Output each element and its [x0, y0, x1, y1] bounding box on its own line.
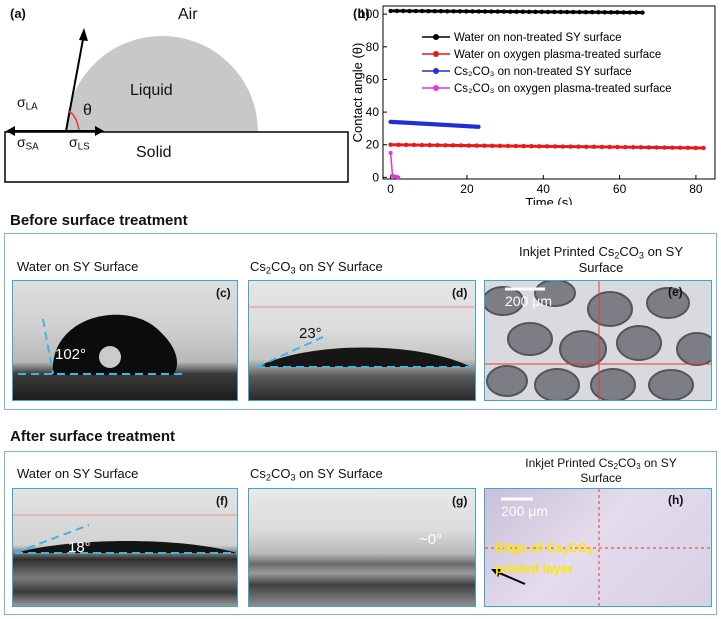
x-tick-label: 80 — [689, 182, 703, 196]
caption-f: Water on SY Surface — [17, 466, 139, 481]
photo-cs2co3-droplet-before: (d) 23° — [248, 280, 476, 401]
photo-water-droplet-before: (c) 102° — [12, 280, 238, 401]
y-tick-label: 40 — [366, 105, 380, 119]
legend-swatch-marker — [433, 51, 439, 57]
sigma-ls-label: σLS — [69, 134, 90, 153]
caption-g: Cs2CO3 on SY Surface — [250, 466, 383, 483]
panel-letter-a: (a) — [10, 6, 26, 21]
series-1 — [388, 142, 706, 151]
series-line — [390, 120, 479, 129]
solid-substrate — [4, 131, 349, 183]
scale-label-e: 200 μm — [505, 293, 552, 309]
solid-label: Solid — [136, 144, 172, 161]
panel-letter-d: (d) — [452, 286, 468, 300]
angle-label-c: 102° — [55, 346, 87, 363]
legend-entry: Water on non-treated SY surface — [454, 32, 621, 44]
legend-swatch-marker — [433, 68, 439, 74]
angle-label-g: ~0° — [419, 531, 443, 548]
legend-entry: Water on oxygen plasma-treated surface — [454, 49, 661, 61]
series-line — [390, 143, 704, 150]
after-section-title: After surface treatment — [10, 428, 176, 445]
x-tick-label: 60 — [613, 182, 627, 196]
caption-d: Cs2CO3 on SY Surface — [250, 259, 383, 276]
theta-label: θ — [83, 102, 92, 119]
water-film — [15, 541, 237, 553]
sigma-la-arrowhead — [79, 28, 88, 41]
y-tick-label: 20 — [366, 138, 380, 152]
series-line — [389, 152, 399, 179]
photo-cs2co3-spread-after: (g) ~0° — [248, 488, 476, 607]
x-tick-label: 0 — [387, 182, 394, 196]
x-axis-label: Time (s) — [525, 195, 572, 205]
y-tick-label: 60 — [366, 72, 380, 86]
axis-ticks: 0 20 40 60 80 0 20 40 60 80 100 — [359, 7, 703, 196]
legend-entry: Cs₂CO₃ on oxygen plasma-treated surface — [454, 83, 672, 95]
plot-frame — [382, 5, 716, 180]
liquid-label: Liquid — [130, 82, 173, 99]
y-tick-label: 100 — [359, 7, 379, 21]
air-label: Air — [178, 6, 198, 23]
panel-letter-g: (g) — [452, 494, 468, 508]
theta-arc — [67, 110, 80, 131]
x-tick-label: 20 — [460, 182, 474, 196]
legend-entry: Cs₂CO₃ on non-treated SY surface — [454, 66, 632, 78]
water-droplet — [52, 314, 178, 375]
sigma-ls-arrowhead — [95, 126, 104, 136]
series-line — [390, 9, 643, 15]
legend-swatch-marker — [433, 34, 439, 40]
sigma-sa-arrowhead — [6, 126, 15, 136]
panel-letter-f: (f) — [216, 494, 228, 508]
series-0 — [388, 8, 645, 15]
sigma-la-vector — [65, 33, 85, 132]
contact-angle-schematic — [4, 28, 349, 183]
y-axis-label: Contact angle (θ) — [350, 43, 365, 143]
series-2 — [388, 119, 481, 129]
data-point — [396, 175, 401, 180]
tangent-dash — [42, 318, 54, 375]
y-tick-label: 0 — [372, 170, 379, 184]
printed-dots-pattern — [485, 281, 711, 400]
series-group — [388, 8, 706, 180]
liquid-droplet — [66, 36, 258, 132]
y-tick-label: 80 — [366, 40, 380, 54]
panel-letter-b: (b) — [353, 6, 370, 21]
tangent-dash — [14, 524, 90, 554]
data-point — [388, 150, 393, 155]
panel-letter-e: (e) — [668, 285, 683, 299]
panel-letter-h: (h) — [668, 493, 684, 507]
angle-label-d: 23° — [299, 325, 322, 342]
angle-label-f: 18° — [68, 539, 91, 556]
scale-label-h: 200 μm — [501, 503, 548, 519]
contact-angle-chart: 0 20 40 60 80 0 20 40 60 80 100 Water on non-treat… — [350, 5, 716, 205]
caption-c: Water on SY Surface — [17, 259, 139, 274]
series-3 — [388, 150, 401, 180]
before-section-title: Before surface treatment — [10, 212, 188, 229]
sigma-la-label: σLA — [17, 94, 38, 113]
legend-swatch-marker — [433, 85, 439, 91]
x-tick-label: 40 — [537, 182, 551, 196]
photo-inkjet-printed-before: 200 μm (e) — [484, 280, 712, 401]
edge-arrow — [496, 571, 526, 585]
photo-water-droplet-after: (f) 18° — [12, 488, 238, 607]
cs2co3-droplet — [257, 347, 471, 367]
panel-letter-c: (c) — [216, 286, 231, 300]
sigma-sa-label: σSA — [17, 134, 39, 153]
